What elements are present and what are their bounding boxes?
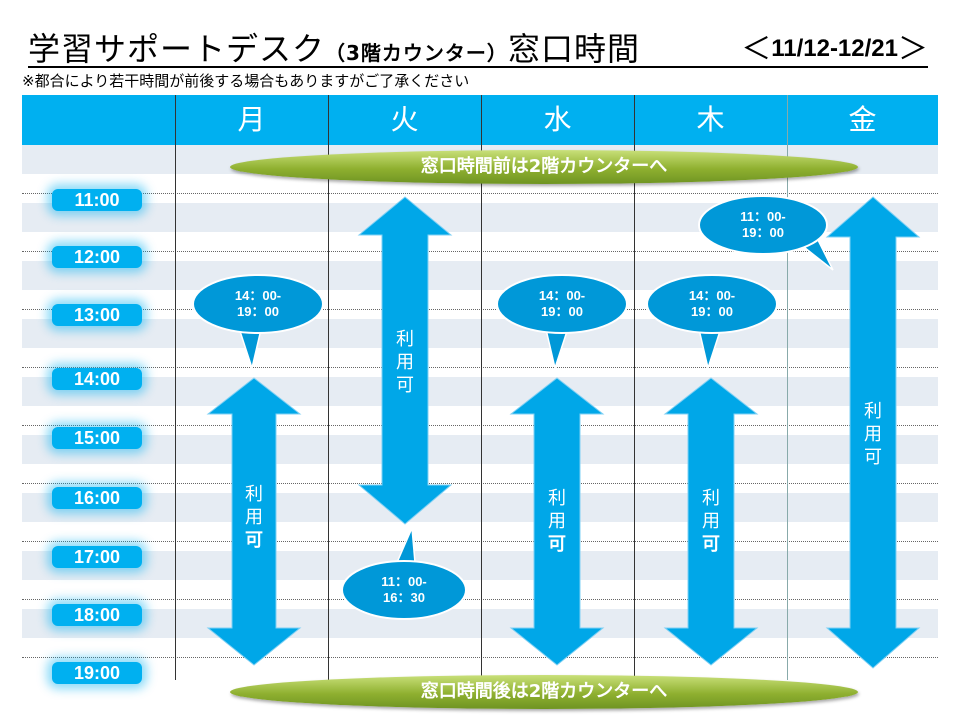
- availability-arrow-mon: [206, 377, 302, 666]
- row-divider: [22, 193, 938, 194]
- hours-bubble-wed: [496, 274, 628, 371]
- time-label-1100: 11:00: [52, 189, 142, 211]
- time-label-1900: 19:00: [52, 662, 142, 684]
- available-label-thu: 利用可: [702, 488, 720, 555]
- row-divider: [22, 425, 938, 426]
- column-divider: [175, 95, 176, 680]
- availability-arrow-thu: [663, 377, 759, 666]
- row-divider: [22, 309, 938, 310]
- available-label-tue: 利用可: [396, 329, 414, 396]
- banner-before-hours: 窓口時間前は2階カウンターへ: [230, 150, 858, 184]
- row-divider: [22, 541, 938, 542]
- availability-arrow-fri: [825, 196, 921, 669]
- hours-text-tue: 11：00-16：30: [381, 574, 427, 605]
- day-header-thu: 木: [696, 103, 725, 136]
- day-header-row: 月 火 水 木 金: [22, 95, 938, 145]
- hours-text-fri: 11：00-19：00: [740, 209, 786, 240]
- available-label-fri: 利用可: [864, 401, 882, 468]
- column-divider: [328, 95, 329, 680]
- hours-bubble-fri: [698, 195, 834, 271]
- date-range: ＜11/12-12/21＞: [741, 32, 928, 67]
- day-header-tue: 火: [390, 103, 419, 136]
- available-label-wed: 利用可: [548, 488, 566, 555]
- time-label-1200: 12:00: [52, 246, 142, 268]
- day-header-fri: 金: [848, 103, 877, 136]
- time-label-1300: 13:00: [52, 304, 142, 326]
- hours-text-wed: 14：00-19：00: [538, 288, 586, 319]
- day-header-wed: 水: [543, 103, 572, 136]
- hours-bubble-tue: [341, 527, 467, 620]
- row-band: [22, 435, 938, 464]
- disclaimer-note: ※都合により若干時間が前後する場合もありますがご了承ください: [22, 72, 470, 90]
- time-label-1600: 16:00: [52, 487, 142, 509]
- time-label-1800: 18:00: [52, 604, 142, 626]
- availability-arrow-tue: [357, 196, 453, 525]
- row-divider: [22, 367, 938, 368]
- available-label-mon: 利用可: [245, 484, 263, 551]
- column-divider: [787, 95, 788, 680]
- row-band: [22, 551, 938, 580]
- row-divider: [22, 657, 938, 658]
- column-divider: [634, 95, 635, 680]
- time-label-1700: 17:00: [52, 546, 142, 568]
- availability-arrow-wed: [509, 377, 605, 666]
- page-title: 学習サポートデスク（3階カウンター）窓口時間 ＜11/12-12/21＞: [28, 22, 928, 68]
- title-main: 学習サポートデスク（3階カウンター）窓口時間: [28, 30, 640, 68]
- day-header-mon: 月: [237, 103, 266, 136]
- row-divider: [22, 251, 938, 252]
- row-band: [22, 319, 938, 348]
- column-divider: [481, 95, 482, 680]
- row-band: [22, 493, 938, 522]
- hours-text-thu: 14：00-19：00: [688, 288, 736, 319]
- time-label-1500: 15:00: [52, 427, 142, 449]
- row-band: [22, 377, 938, 406]
- hours-bubble-mon: [192, 274, 324, 371]
- row-band: [22, 261, 938, 290]
- hours-bubble-thu: [646, 274, 778, 371]
- time-label-1400: 14:00: [52, 368, 142, 390]
- row-divider: [22, 599, 938, 600]
- banner-after-hours: 窓口時間後は2階カウンターへ: [230, 675, 858, 709]
- hours-text-mon: 14：00-19：00: [234, 288, 282, 319]
- row-divider: [22, 483, 938, 484]
- row-band: [22, 609, 938, 638]
